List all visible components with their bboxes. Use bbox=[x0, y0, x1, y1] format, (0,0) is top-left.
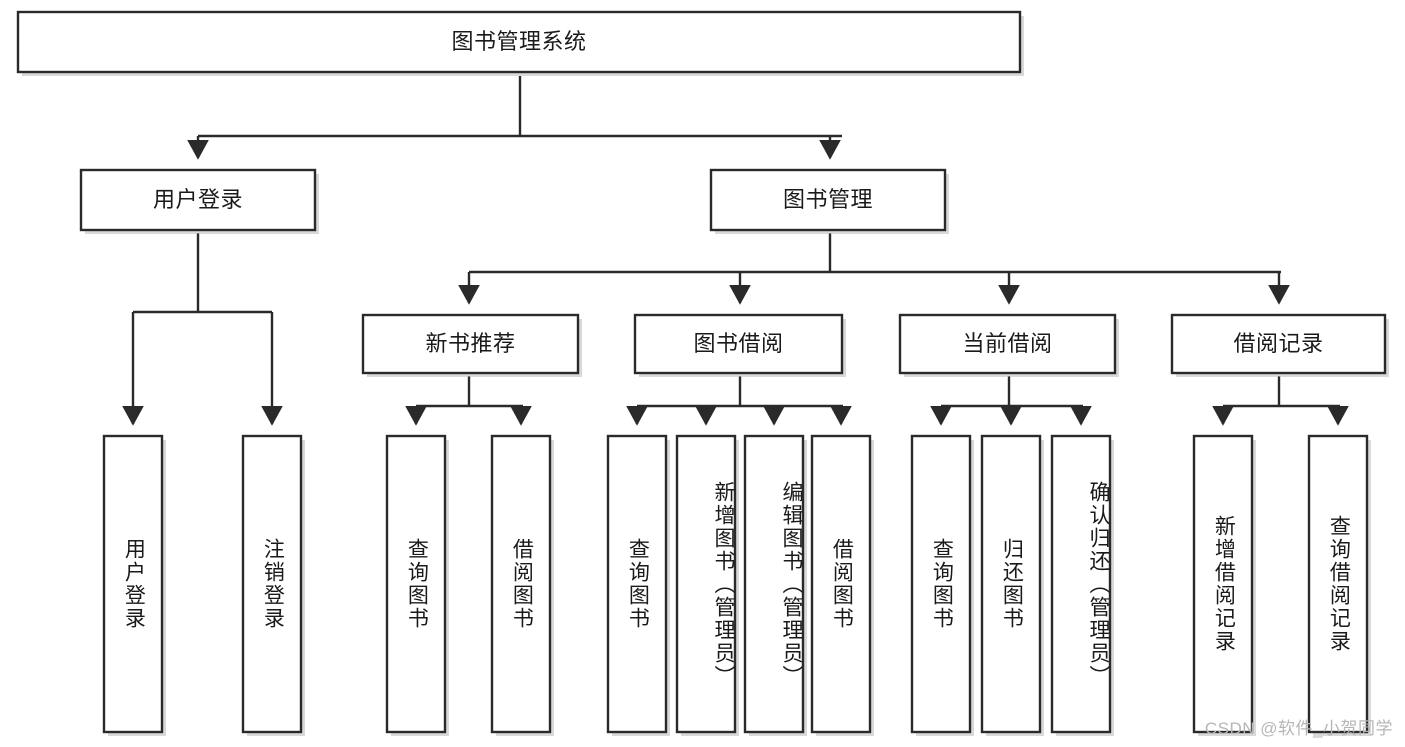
leaf-query-record-box[interactable] bbox=[1307, 434, 1369, 734]
root-box[interactable] bbox=[16, 10, 1022, 74]
borrow-record-box[interactable] bbox=[1170, 313, 1387, 375]
leaf-query-book-3-box[interactable] bbox=[910, 434, 972, 734]
book-manage-box[interactable] bbox=[709, 168, 947, 232]
book-borrow-box[interactable] bbox=[633, 313, 844, 375]
user-login-box[interactable] bbox=[79, 168, 317, 232]
leaf-edit-book-box[interactable] bbox=[743, 434, 805, 734]
connector-borrow-to-leaves bbox=[626, 376, 852, 426]
connector-bookmanage-to-level3 bbox=[458, 233, 1290, 305]
leaf-query-book-2-box[interactable] bbox=[606, 434, 668, 734]
connector-current-to-leaves bbox=[930, 376, 1092, 426]
leaf-user-logout-box[interactable] bbox=[241, 434, 303, 734]
csdn-watermark: CSDN @软件_小贺同学 bbox=[1204, 719, 1393, 738]
connector-recommend-to-leaves bbox=[405, 376, 532, 426]
new-book-recommend-box[interactable] bbox=[361, 313, 580, 375]
leaf-query-book-1-box[interactable] bbox=[385, 434, 447, 734]
connector-root-to-level2 bbox=[187, 76, 842, 160]
leaf-borrow-book-2-box[interactable] bbox=[810, 434, 872, 734]
leaf-return-book-box[interactable] bbox=[980, 434, 1042, 734]
current-borrow-box[interactable] bbox=[898, 313, 1117, 375]
leaf-borrow-book-1-box[interactable] bbox=[490, 434, 552, 734]
leaf-add-record-box[interactable] bbox=[1192, 434, 1254, 734]
connector-userlogin-to-leaves bbox=[122, 233, 283, 426]
leaf-add-book-box[interactable] bbox=[675, 434, 737, 734]
leaf-confirm-return-box[interactable] bbox=[1050, 434, 1112, 734]
connector-record-to-leaves bbox=[1212, 376, 1349, 426]
leaf-user-login-box[interactable] bbox=[102, 434, 164, 734]
